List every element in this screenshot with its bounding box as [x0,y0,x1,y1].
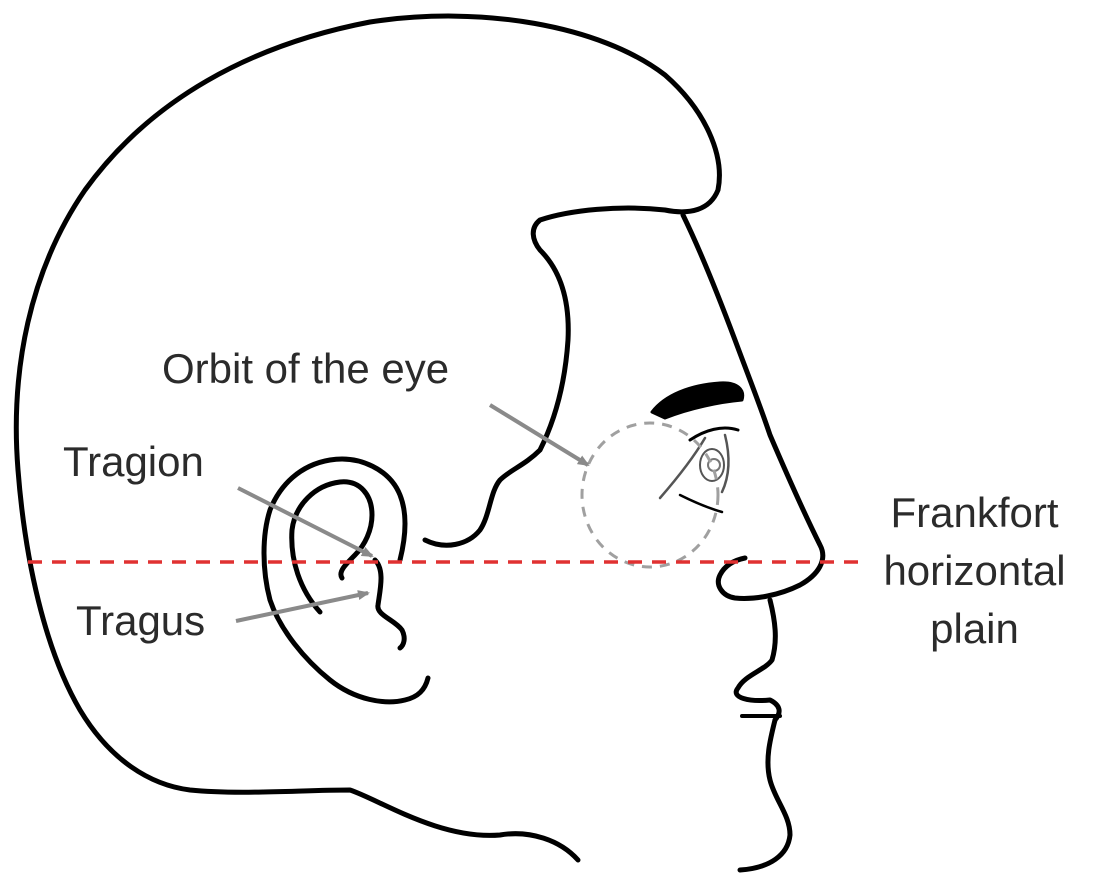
plane-label-line-1: Frankfort [862,484,1087,542]
eye [660,428,738,512]
tragion-label: Tragion [63,441,204,483]
eyebrow [652,383,743,418]
tragus-label: Tragus [76,600,205,642]
chin-profile [740,720,790,870]
upper-lip-profile [736,600,779,720]
orbit-label: Orbit of the eye [162,348,449,390]
plane-label-line-3: plain [862,600,1087,658]
ear-tragus [375,560,404,648]
orbit-arrow [490,405,588,465]
plane-label-line-2: horizontal [862,542,1087,600]
orbit-circle [582,423,718,567]
frankfort-plane-label: Frankfort horizontal plain [862,484,1087,658]
tragus-arrow [236,593,368,621]
ear-inner [292,482,372,612]
ear-outer [264,459,428,702]
